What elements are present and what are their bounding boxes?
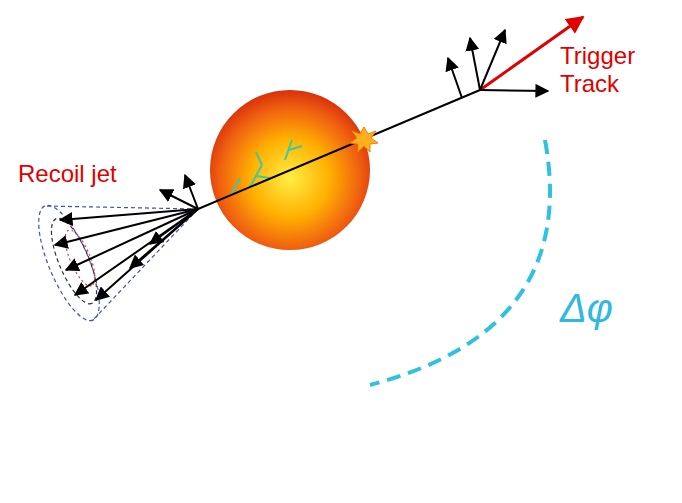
angle-label: Δφ	[560, 285, 613, 331]
jet-particles	[55, 175, 198, 300]
delta-phi-arc	[370, 140, 550, 385]
jet-label: Recoil jet	[18, 160, 117, 188]
jet-cone	[27, 198, 198, 328]
trigger-label: Trigger Track	[560, 42, 660, 97]
dijet-axis	[198, 90, 480, 209]
hard-scattering-star	[350, 127, 378, 152]
trigger-fragments	[448, 30, 548, 98]
medium-branches	[232, 140, 302, 194]
